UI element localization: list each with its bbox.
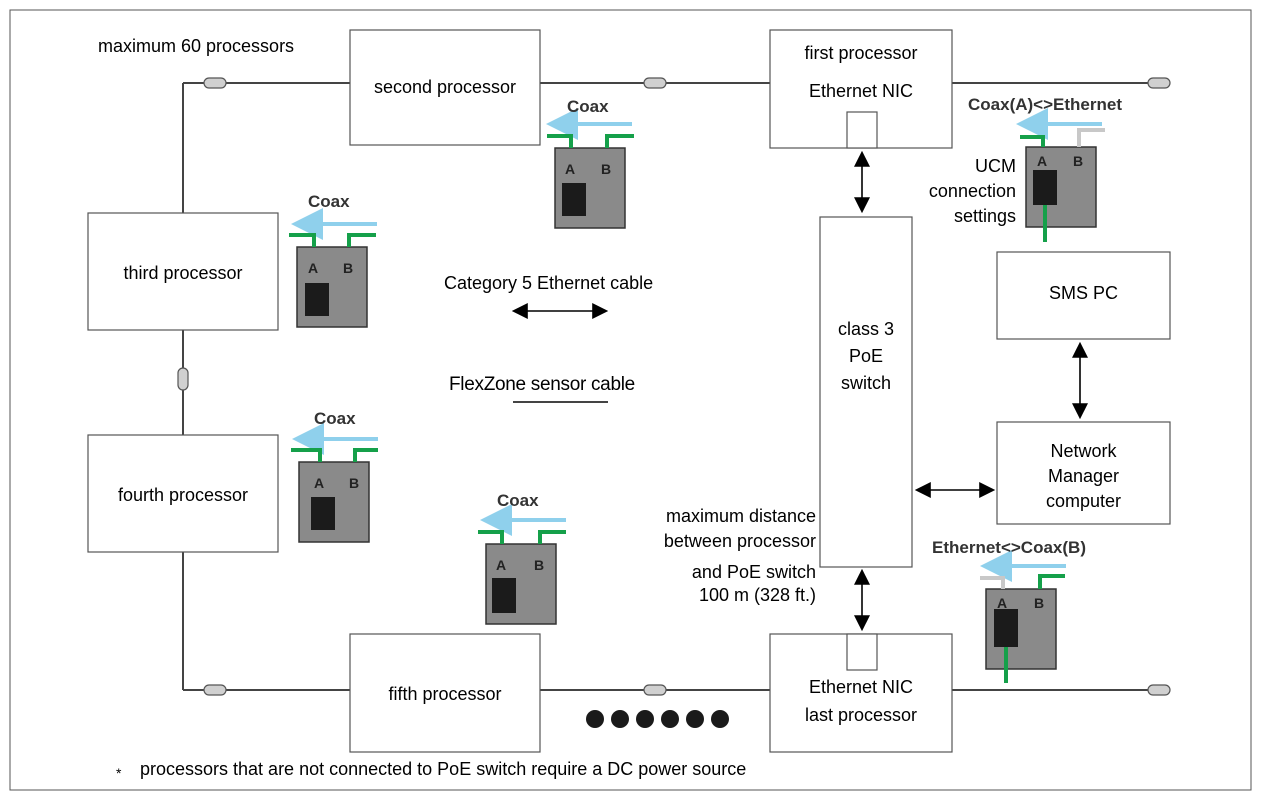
legend-ethernet-label: Category 5 Ethernet cable — [444, 273, 654, 293]
distance-label-4: 100 m (328 ft.) — [698, 585, 816, 605]
coax-label: Coax — [314, 409, 356, 428]
port-a-label: A — [565, 161, 576, 177]
sms-pc-label: SMS PC — [1048, 283, 1118, 303]
fifth-processor-box — [349, 633, 541, 753]
fourth-processor-label: fourth processor — [117, 485, 249, 505]
second-processor-box — [349, 29, 541, 146]
port-a-label: A — [1037, 153, 1048, 169]
coax-label: Coax — [497, 491, 539, 510]
footnote-marker: * — [116, 765, 122, 781]
second-processor-label: second processor — [373, 77, 517, 97]
port-b-label: B — [534, 557, 545, 573]
first-processor-label: first processor — [804, 43, 918, 63]
third-processor-label: third processor — [123, 263, 243, 283]
continuation-dots — [586, 710, 729, 728]
coax-module — [291, 423, 378, 543]
coax-label: Coax — [308, 192, 350, 211]
cable-connector — [177, 367, 189, 391]
outer-frame — [9, 9, 1252, 791]
legend-sensor-label: FlexZone sensor cable — [449, 374, 635, 395]
cable-connectors — [177, 77, 1171, 696]
fourth-processor-box — [87, 434, 279, 553]
port-a-label: A — [997, 595, 1008, 611]
switch-label-1: class 3 — [837, 319, 895, 339]
switch-label-3: switch — [840, 373, 891, 393]
distance-label-3: and PoE switch — [691, 562, 816, 582]
cable-connector — [1147, 684, 1171, 696]
last-nic-label: Ethernet NIC — [808, 677, 914, 697]
port-a-label: A — [314, 475, 325, 491]
footnote-text: processors that are not connected to PoE… — [140, 759, 747, 779]
switch-label-2: PoE — [848, 346, 884, 366]
port-b-label: B — [601, 161, 612, 177]
coax-ethernet-label: Coax(A)<>Ethernet — [968, 95, 1122, 114]
network-manager-label-2: Manager — [1047, 466, 1120, 486]
port-a-label: A — [308, 260, 319, 276]
coax-module — [289, 208, 377, 328]
poe-switch-box — [819, 216, 913, 568]
cable-connector — [1147, 77, 1171, 89]
cable-connector — [643, 684, 667, 696]
port-b-label: B — [349, 475, 360, 491]
cable-connector — [643, 77, 667, 89]
distance-label-1: maximum distance — [665, 506, 816, 526]
port-b-label: B — [1034, 595, 1045, 611]
coax-label: Coax — [567, 97, 609, 116]
network-manager-label-1: Network — [1050, 441, 1117, 461]
ethernet-coax-module — [980, 550, 1066, 683]
port-a-label: A — [496, 557, 507, 573]
last-processor-label: last processor — [804, 705, 918, 725]
port-b-label: B — [343, 260, 354, 276]
coax-module — [546, 108, 634, 229]
nic-port-icon — [846, 633, 878, 671]
ucm-label-2: connection — [928, 181, 1016, 201]
ucm-label-3: settings — [953, 206, 1016, 226]
cable-connector — [203, 684, 227, 696]
port-b-label: B — [1073, 153, 1084, 169]
fifth-processor-label: fifth processor — [388, 684, 502, 704]
ucm-label-1: UCM — [975, 156, 1016, 176]
max-processors-label: maximum 60 processors — [98, 36, 295, 56]
network-manager-box — [996, 421, 1171, 525]
first-nic-label: Ethernet NIC — [808, 81, 914, 101]
cable-connector — [203, 77, 227, 89]
nic-port-icon — [846, 111, 878, 149]
coax-ethernet-module — [1016, 108, 1105, 242]
sms-pc-box — [996, 251, 1171, 340]
network-manager-label-3: computer — [1045, 491, 1122, 511]
coax-module — [478, 504, 566, 625]
ethernet-coax-label: Ethernet<>Coax(B) — [932, 538, 1086, 557]
distance-label-2: between processor — [663, 531, 816, 551]
third-processor-box — [87, 212, 279, 331]
